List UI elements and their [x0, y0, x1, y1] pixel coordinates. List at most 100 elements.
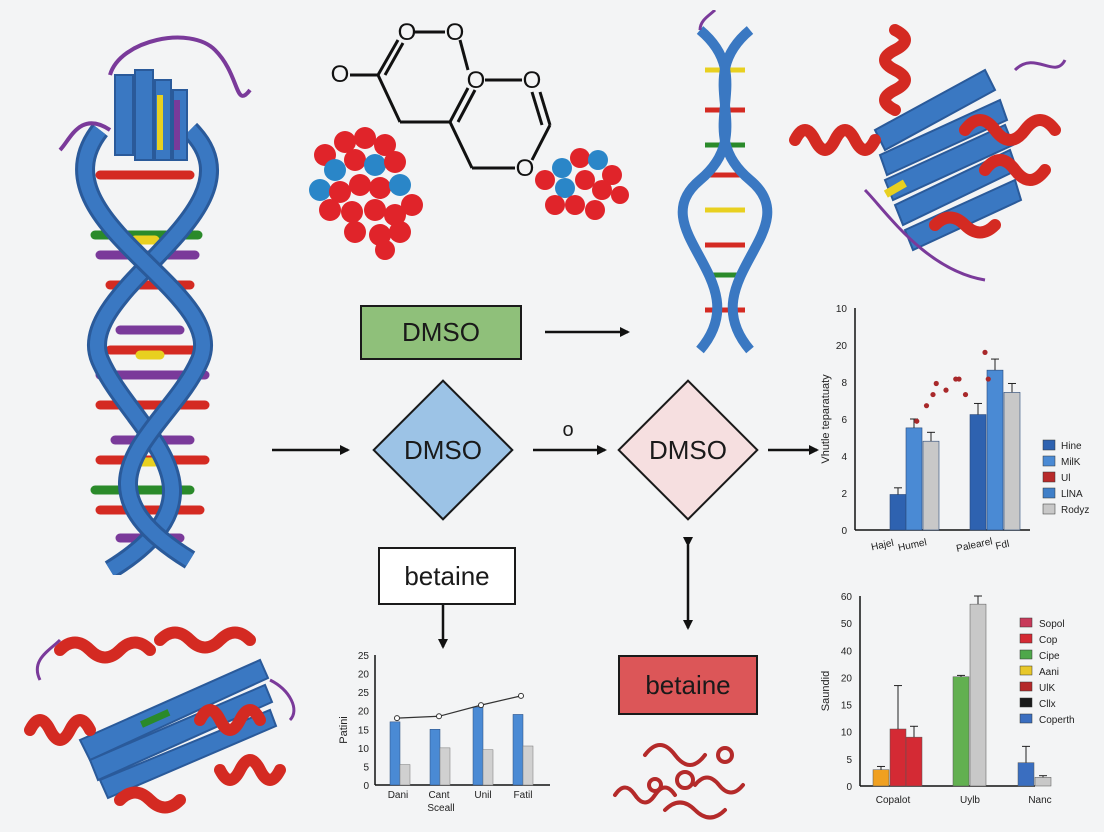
- legend-swatch: [1042, 503, 1056, 515]
- x-tick-label: Uylb: [960, 795, 980, 806]
- scatter-point: [962, 391, 969, 398]
- x-tick-label: Humel: [897, 537, 928, 554]
- bar: [969, 603, 987, 787]
- y-tick-label: 20: [836, 341, 848, 352]
- y-tick-label: 8: [841, 378, 847, 389]
- dna-helix-center-illustration: [677, 10, 773, 354]
- bar: [1017, 762, 1035, 787]
- oxygen-atom-label: O: [516, 155, 535, 182]
- legend-swatch: [1019, 697, 1033, 708]
- x-axis-label: Sceall: [427, 803, 454, 814]
- scatter-point: [930, 391, 936, 398]
- atom-cluster-right: [535, 148, 629, 220]
- trend-point: [518, 692, 524, 699]
- x-tick-label: Cant: [428, 790, 449, 801]
- scatter-point: [933, 380, 939, 387]
- bar: [522, 745, 534, 786]
- bar: [889, 494, 907, 531]
- scatter-point: [982, 349, 988, 355]
- bar: [986, 369, 1004, 531]
- scatter-point: [956, 376, 962, 382]
- scatter-point: [923, 403, 930, 409]
- y-axis-label: Patini: [338, 716, 350, 744]
- x-tick-label: Dani: [388, 790, 409, 801]
- legend-label: Sopol: [1039, 619, 1065, 630]
- atom-cluster-left: [309, 127, 423, 260]
- legend-label: Ul: [1061, 473, 1070, 484]
- scatter-point: [914, 418, 920, 424]
- y-tick-label: 15: [358, 725, 370, 736]
- legend-label: Cop: [1039, 635, 1058, 646]
- legend-swatch: [1019, 617, 1033, 628]
- bar: [429, 729, 441, 786]
- arrow-label: o: [562, 418, 574, 441]
- bar: [905, 427, 923, 531]
- y-tick-label: 25: [358, 688, 370, 699]
- y-tick-label: 4: [841, 452, 847, 463]
- dmso-box: DMSO: [360, 305, 522, 360]
- y-tick-label: 10: [841, 728, 853, 739]
- x-tick-label: Fatil: [514, 790, 533, 801]
- bar: [922, 440, 940, 531]
- x-tick-label: Fdl: [995, 539, 1011, 553]
- y-tick-label: 20: [841, 673, 853, 684]
- scatter-point: [943, 387, 949, 393]
- dna-helix-left-illustration: [58, 35, 252, 575]
- oxygen-atom-label: O: [446, 19, 465, 46]
- bar: [512, 714, 524, 786]
- y-tick-label: 6: [841, 415, 847, 426]
- oxygen-atom-label: O: [467, 67, 486, 94]
- bar: [439, 747, 451, 786]
- betaine-box: betaine: [378, 547, 516, 605]
- y-tick-label: 0: [841, 526, 847, 537]
- y-tick-label: 15: [841, 701, 853, 712]
- x-tick-label: Hajel: [870, 538, 895, 553]
- legend-label: MilK: [1061, 457, 1081, 468]
- bar: [889, 728, 907, 787]
- oxygen-atom-label: O: [331, 61, 350, 88]
- legend-label: Cllx: [1039, 699, 1056, 710]
- protein-structure-top-right-illustration: [789, 24, 1067, 282]
- legend-swatch: [1019, 665, 1033, 676]
- trend-point: [478, 702, 484, 709]
- y-tick-label: 5: [846, 755, 852, 766]
- legend-label: UlK: [1039, 683, 1055, 694]
- legend-swatch: [1019, 713, 1033, 724]
- bar: [1034, 777, 1052, 787]
- y-tick-label: 5: [363, 762, 369, 773]
- y-tick-label: 60: [841, 592, 853, 603]
- y-tick-label: 10: [358, 744, 370, 755]
- y-tick-label: 2: [841, 489, 847, 500]
- y-tick-label: 0: [846, 782, 852, 793]
- y-tick-label: 10: [836, 304, 848, 315]
- protein-structure-bottom-left-illustration: [24, 626, 296, 814]
- legend-swatch: [1019, 633, 1033, 644]
- legend-swatch: [1019, 649, 1033, 660]
- bar: [482, 749, 494, 786]
- legend-label: Hine: [1061, 441, 1082, 452]
- y-axis-label: Vhutle teparatuaty: [820, 374, 832, 464]
- betaine-box-red: betaine: [618, 655, 758, 715]
- legend-label: LlNA: [1061, 489, 1083, 500]
- legend-swatch: [1042, 487, 1056, 499]
- bar: [952, 676, 970, 787]
- x-tick-label: Nanc: [1028, 795, 1051, 806]
- legend-label: Aani: [1039, 667, 1059, 678]
- bar: [472, 706, 484, 786]
- dmso-diamond-left: DMSO: [368, 379, 518, 521]
- protein-blob-illustration: [613, 743, 745, 820]
- oxygen-atom-label: O: [398, 19, 417, 46]
- bar: [969, 414, 987, 531]
- oxygen-atom-label: O: [523, 67, 542, 94]
- legend-swatch: [1042, 471, 1056, 483]
- legend-swatch: [1042, 439, 1056, 451]
- y-axis-label: Saundid: [820, 671, 832, 711]
- trend-line: [396, 695, 522, 719]
- trend-point: [394, 715, 400, 722]
- legend-label: Coperth: [1039, 715, 1075, 726]
